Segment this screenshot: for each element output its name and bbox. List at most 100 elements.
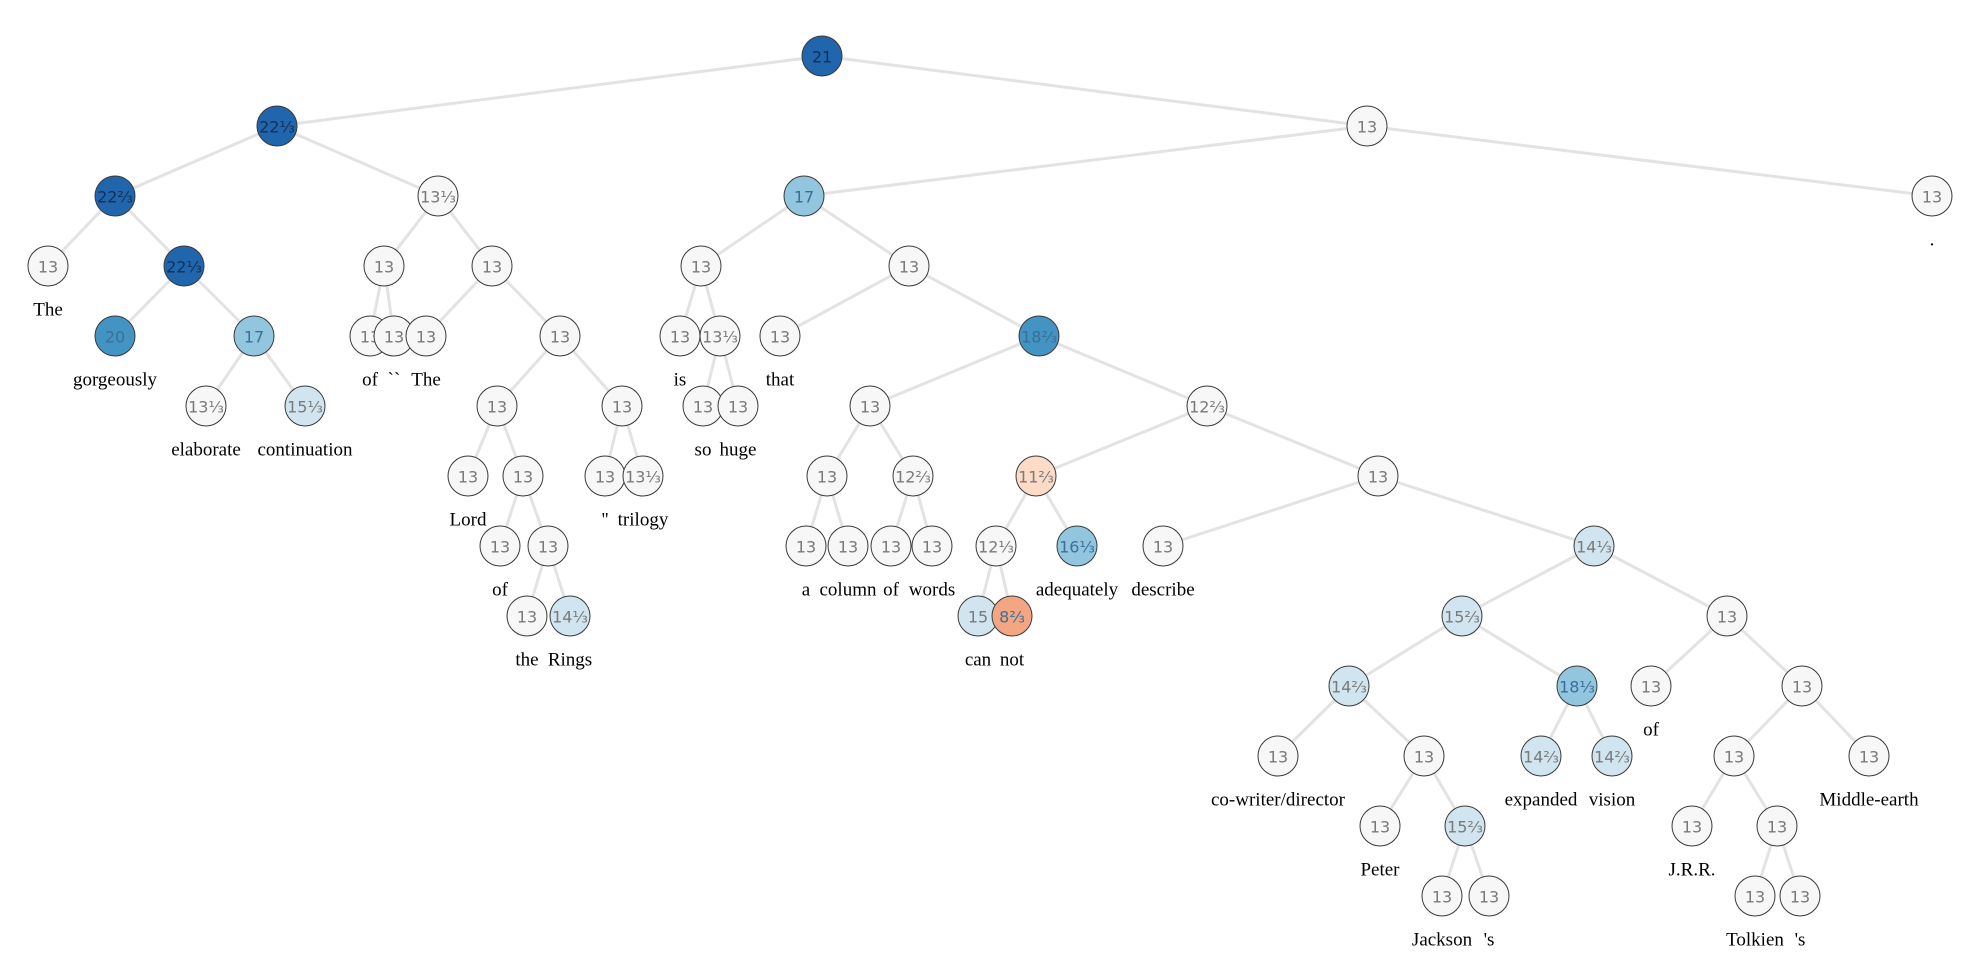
leaf-word: The — [33, 300, 63, 321]
tree-node-circle — [1848, 735, 1890, 777]
leaf-word: Middle-earth — [1819, 790, 1919, 811]
tree-node: 13 — [1671, 805, 1713, 847]
leaf-word: elaborate — [171, 440, 241, 461]
tree-node-circle — [94, 175, 136, 217]
tree-node-circle — [1357, 455, 1399, 497]
tree-node-value: 13 — [517, 608, 537, 627]
tree-node-circle — [1630, 665, 1672, 707]
tree-node: 22⅓ — [256, 105, 298, 147]
tree-edge — [700, 194, 805, 268]
tree-node-value: 20 — [105, 328, 125, 347]
tree-node-circle — [1520, 735, 1562, 777]
tree-edge — [1461, 544, 1595, 618]
tree-node-circle — [1671, 805, 1713, 847]
tree-node-value: 13 — [1153, 538, 1173, 557]
tree-node-value: 13 — [1682, 818, 1702, 837]
tree-node-circle — [1734, 875, 1776, 917]
leaf-word: The — [411, 370, 441, 391]
tree-node-circle — [1781, 665, 1823, 707]
leaf-word: Jackson — [1412, 930, 1473, 951]
tree-node-circle — [806, 455, 848, 497]
tree-edge — [276, 54, 823, 128]
tree-node: 13 — [1630, 665, 1672, 707]
tree-node-value: 14⅓ — [1576, 538, 1612, 557]
tree-node: 13 — [405, 315, 447, 357]
tree-node: 17 — [783, 175, 825, 217]
tree-node-circle — [1142, 525, 1184, 567]
tree-node: 13⅓ — [417, 175, 459, 217]
tree-node-circle — [911, 525, 953, 567]
tree-node-value: 13⅓ — [420, 188, 456, 207]
tree-node-value: 13 — [1641, 678, 1661, 697]
tree-node-circle — [783, 175, 825, 217]
tree-node-circle — [1444, 805, 1486, 847]
tree-node-value: 13 — [691, 258, 711, 277]
tree-edge — [908, 264, 1040, 338]
tree-node-value: 13 — [1724, 748, 1744, 767]
tree-node: 13 — [849, 385, 891, 427]
tree-node-value: 13 — [670, 328, 690, 347]
tree-node-circle — [1713, 735, 1755, 777]
tree-node: 13 — [1756, 805, 1798, 847]
tree-node-value: 14⅔ — [1523, 748, 1559, 767]
tree-node: 12⅔ — [892, 455, 934, 497]
tree-node: 21 — [801, 35, 843, 77]
leaf-word: trilogy — [618, 510, 669, 531]
tree-node-circle — [476, 385, 518, 427]
tree-node-circle — [1441, 595, 1483, 637]
tree-node-circle — [1359, 805, 1401, 847]
tree-node-circle — [1403, 735, 1445, 777]
leaf-word: of — [1643, 720, 1660, 741]
tree-edge — [1593, 544, 1728, 618]
leaf-word: . — [1930, 230, 1935, 251]
tree-node-value: 13 — [770, 328, 790, 347]
leaf-word: of — [362, 370, 379, 391]
tree-node-value: 22⅓ — [166, 258, 202, 277]
tree-node-value: 13 — [1479, 888, 1499, 907]
tree-node-value: 17 — [794, 188, 814, 207]
tree-node-circle — [892, 455, 934, 497]
tree-node-value: 13⅓ — [702, 328, 738, 347]
tree-node-circle — [1056, 525, 1098, 567]
leaf-word: that — [766, 370, 795, 391]
tree-node-circle — [405, 315, 447, 357]
tree-node: 13 — [1713, 735, 1755, 777]
tree-node-value: 13 — [490, 538, 510, 557]
tree-node: 13 — [1781, 665, 1823, 707]
tree-edges — [46, 54, 1933, 897]
tree-node: 13 — [584, 455, 626, 497]
tree-node-circle — [888, 245, 930, 287]
tree-node: 13 — [1911, 175, 1953, 217]
tree-node-circle — [549, 595, 591, 637]
tree-node: 13 — [806, 455, 848, 497]
tree-edge — [114, 124, 278, 198]
tree-node-value: 14⅔ — [1594, 748, 1630, 767]
tree-edge — [803, 124, 1368, 198]
tree-node: 14⅓ — [1573, 525, 1615, 567]
tree-node-circle — [1346, 105, 1388, 147]
tree-node-circle — [506, 595, 548, 637]
tree-node-circle — [502, 455, 544, 497]
tree-node: 13 — [1346, 105, 1388, 147]
tree-node-value: 13 — [1922, 188, 1942, 207]
tree-node-circle — [363, 245, 405, 287]
tree-node-value: 13 — [860, 398, 880, 417]
tree-node: 12⅔ — [1186, 385, 1228, 427]
tree-node-value: 13⅓ — [625, 468, 661, 487]
leaf-word: is — [674, 370, 687, 391]
tree-node: 13 — [680, 245, 722, 287]
leaf-word: 's — [1795, 930, 1806, 951]
tree-node-value: 17 — [244, 328, 264, 347]
tree-node-value: 13 — [487, 398, 507, 417]
leaf-word: column — [820, 580, 877, 601]
tree-node-value: 13 — [728, 398, 748, 417]
tree-edge — [1035, 404, 1208, 478]
tree-node-value: 13 — [1414, 748, 1434, 767]
leaf-word: Lord — [450, 510, 487, 531]
tree-node: 8⅔ — [991, 595, 1033, 637]
tree-node-value: 13 — [416, 328, 436, 347]
leaf-word: of — [492, 580, 509, 601]
tree-node: 16⅓ — [1056, 525, 1098, 567]
tree-node-circle — [1328, 665, 1370, 707]
tree-node: 14⅓ — [549, 595, 591, 637]
